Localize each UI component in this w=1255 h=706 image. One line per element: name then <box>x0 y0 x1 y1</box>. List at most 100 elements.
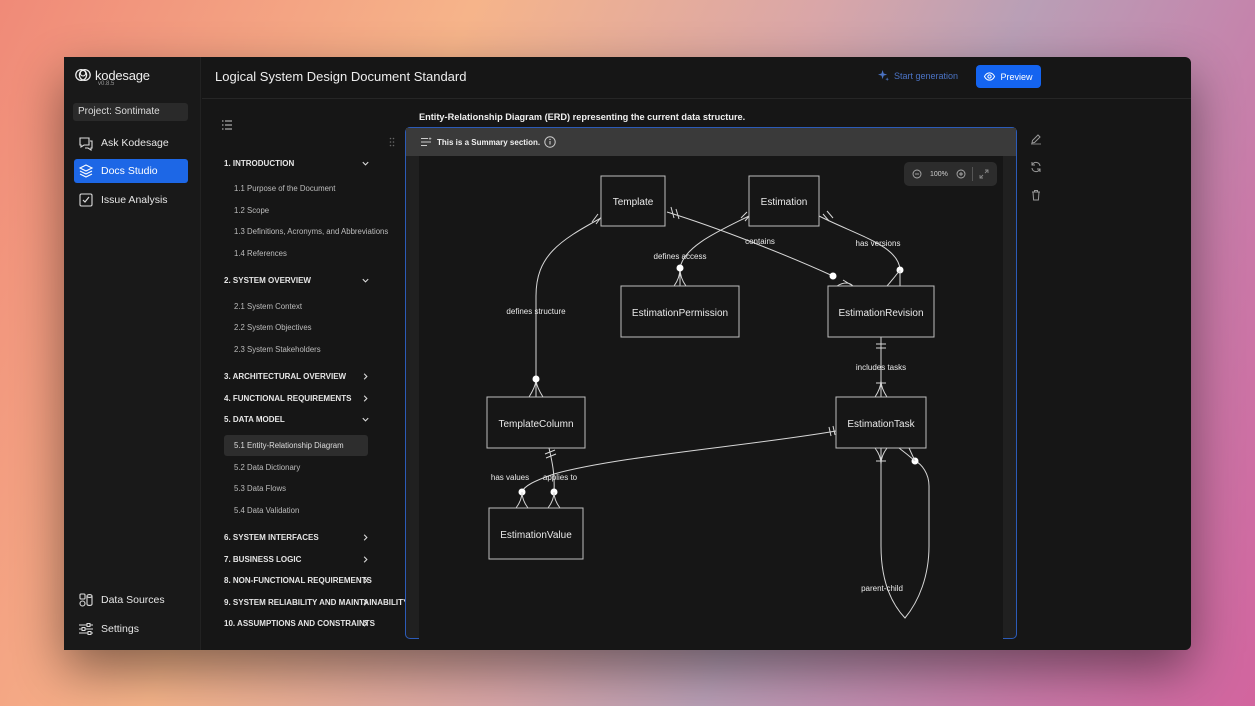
zoom-controls: 100% <box>904 162 997 186</box>
summary-card[interactable]: This is a Summary section. <box>405 127 1017 639</box>
label-parent-child: parent-child <box>861 584 903 593</box>
outline-subsection[interactable]: 5.3 Data Flows <box>234 484 287 493</box>
crowsfoot <box>547 491 561 509</box>
nav-label: Settings <box>101 623 139 635</box>
start-generation-label: Start generation <box>894 70 959 81</box>
kodesage-logo-icon <box>75 68 91 82</box>
drag-handle-icon[interactable] <box>389 137 395 147</box>
trash-icon[interactable] <box>1030 189 1042 201</box>
outline-subsection[interactable]: 2.3 System Stakeholders <box>234 345 321 354</box>
outline-section-3[interactable]: 3. ARCHITECTURAL OVERVIEW <box>224 368 370 384</box>
section-heading: Entity-Relationship Diagram (ERD) repres… <box>419 112 746 122</box>
start-generation-button[interactable]: Start generation <box>878 70 958 81</box>
outline-section-1[interactable]: 1. INTRODUCTION <box>224 155 370 171</box>
entity-template[interactable]: Template <box>600 175 666 227</box>
outline-subsection[interactable]: 1.2 Scope <box>234 206 270 215</box>
outline-subsection[interactable]: 2.1 System Context <box>234 302 303 311</box>
section-label: 2. SYSTEM OVERVIEW <box>224 275 311 285</box>
chevron-down-icon <box>362 417 369 422</box>
entity-estimation[interactable]: Estimation <box>748 175 820 227</box>
outline-section-6[interactable]: 6. SYSTEM INTERFACES <box>224 529 370 545</box>
zoom-out-icon[interactable] <box>912 169 922 179</box>
one-one-marker <box>876 343 886 349</box>
section-label: 3. ARCHITECTURAL OVERVIEW <box>224 371 347 381</box>
outline-subsection[interactable]: 1.1 Purpose of the Document <box>234 184 336 193</box>
svg-text:Template: Template <box>613 197 654 208</box>
zoom-in-icon[interactable] <box>956 169 966 179</box>
zoom-level: 100% <box>930 170 948 178</box>
info-icon[interactable] <box>544 136 556 148</box>
section-label: 8. NON-FUNCTIONAL REQUIREMENTS <box>224 575 372 585</box>
crowsfoot <box>515 491 529 509</box>
app-version: v0.8.5 <box>98 81 115 87</box>
outline-section-10[interactable]: 10. ASSUMPTIONS AND CONSTRAINTS <box>224 615 375 631</box>
rel-has-values <box>548 447 555 493</box>
nav-data-sources[interactable]: Data Sources <box>74 588 188 612</box>
project-selector[interactable]: Project: Sontimate <box>73 103 188 121</box>
rel-parent-child <box>880 448 930 619</box>
chevron-right-icon <box>363 619 368 627</box>
section-label: 4. FUNCTIONAL REQUIREMENTS <box>224 393 352 403</box>
outline-section-4[interactable]: 4. FUNCTIONAL REQUIREMENTS <box>224 390 370 406</box>
summary-lines-icon <box>421 137 432 147</box>
page-title: Logical System Design Document Standard <box>215 69 467 84</box>
document-outline: 1. INTRODUCTION 1.1 Purpose of the Docum… <box>202 100 409 650</box>
outline-section-2[interactable]: 2. SYSTEM OVERVIEW <box>224 272 370 288</box>
outline-section-7[interactable]: 7. BUSINESS LOGIC <box>224 551 370 567</box>
one-marker <box>822 210 834 222</box>
outline-section-8[interactable]: 8. NON-FUNCTIONAL REQUIREMENTS <box>224 572 372 588</box>
preview-button[interactable]: Preview <box>976 65 1041 88</box>
erd-canvas: Template Estimation EstimationPermission… <box>486 175 935 619</box>
section-label: 6. SYSTEM INTERFACES <box>224 532 319 542</box>
section-label: 9. SYSTEM RELIABILITY AND MAINTAINABILIT… <box>224 597 409 607</box>
expand-icon[interactable] <box>979 169 989 179</box>
outline-section-5[interactable]: 5. DATA MODEL <box>224 411 370 427</box>
svg-text:TemplateColumn: TemplateColumn <box>498 419 573 430</box>
erd-diagram[interactable]: Template Estimation EstimationPermission… <box>419 156 1003 639</box>
preview-label: Preview <box>1000 71 1033 82</box>
entity-estimation-value[interactable]: EstimationValue <box>488 507 584 560</box>
entity-estimation-permission[interactable]: EstimationPermission <box>620 285 740 338</box>
section-label: 10. ASSUMPTIONS AND CONSTRAINTS <box>224 618 375 628</box>
optional-marker <box>532 375 540 383</box>
nav-issue-analysis[interactable]: Issue Analysis <box>74 188 188 212</box>
outline-subsection[interactable]: 1.4 References <box>234 249 287 258</box>
nav-settings[interactable]: Settings <box>74 617 188 641</box>
label-defines-access: defines access <box>654 252 707 261</box>
entity-estimation-task[interactable]: EstimationTask <box>835 396 927 449</box>
svg-text:EstimationRevision: EstimationRevision <box>838 308 923 319</box>
rel-applies-to <box>521 430 837 493</box>
eye-icon <box>984 72 996 81</box>
chat-icon <box>79 137 93 152</box>
outline-subsection-active[interactable]: 5.1 Entity-Relationship Diagram <box>224 435 368 456</box>
refresh-icon[interactable] <box>1030 161 1042 173</box>
entity-template-column[interactable]: TemplateColumn <box>486 396 586 449</box>
label-has-values: has values <box>491 473 529 482</box>
sidebar: kodesage v0.8.5 Project: Sontimate Ask K… <box>64 57 201 650</box>
svg-text:EstimationPermission: EstimationPermission <box>632 308 728 319</box>
chevron-down-icon <box>362 278 369 283</box>
label-defines-structure: defines structure <box>506 307 566 316</box>
label-includes-tasks: includes tasks <box>856 363 906 372</box>
outline-subsection[interactable]: 5.2 Data Dictionary <box>234 463 301 472</box>
outline-list-icon[interactable] <box>221 119 233 131</box>
chevron-right-icon <box>363 372 368 380</box>
outline-section-9[interactable]: 9. SYSTEM RELIABILITY AND MAINTAINABILIT… <box>224 594 409 610</box>
brand[interactable]: kodesage v0.8.5 <box>74 66 150 87</box>
one-marker <box>544 449 557 459</box>
nav-label: Issue Analysis <box>101 194 168 206</box>
nav-ask-kodesage[interactable]: Ask Kodesage <box>74 131 188 155</box>
data-sources-icon <box>79 593 93 607</box>
outline-subsection[interactable]: 1.3 Definitions, Acronyms, and Abbreviat… <box>234 227 389 236</box>
crowsfoot <box>874 379 888 398</box>
crowsfoot <box>874 447 888 465</box>
nav-docs-studio[interactable]: Docs Studio <box>74 159 188 183</box>
rel-defines-access <box>679 215 750 269</box>
outline-subsection[interactable]: 2.2 System Objectives <box>234 323 312 332</box>
entity-estimation-revision[interactable]: EstimationRevision <box>827 285 935 338</box>
label-has-versions: has versions <box>856 239 901 248</box>
edit-icon[interactable] <box>1030 133 1042 145</box>
summary-header: This is a Summary section. <box>406 128 1016 156</box>
crowsfoot <box>898 447 916 462</box>
outline-subsection[interactable]: 5.4 Data Validation <box>234 506 300 515</box>
